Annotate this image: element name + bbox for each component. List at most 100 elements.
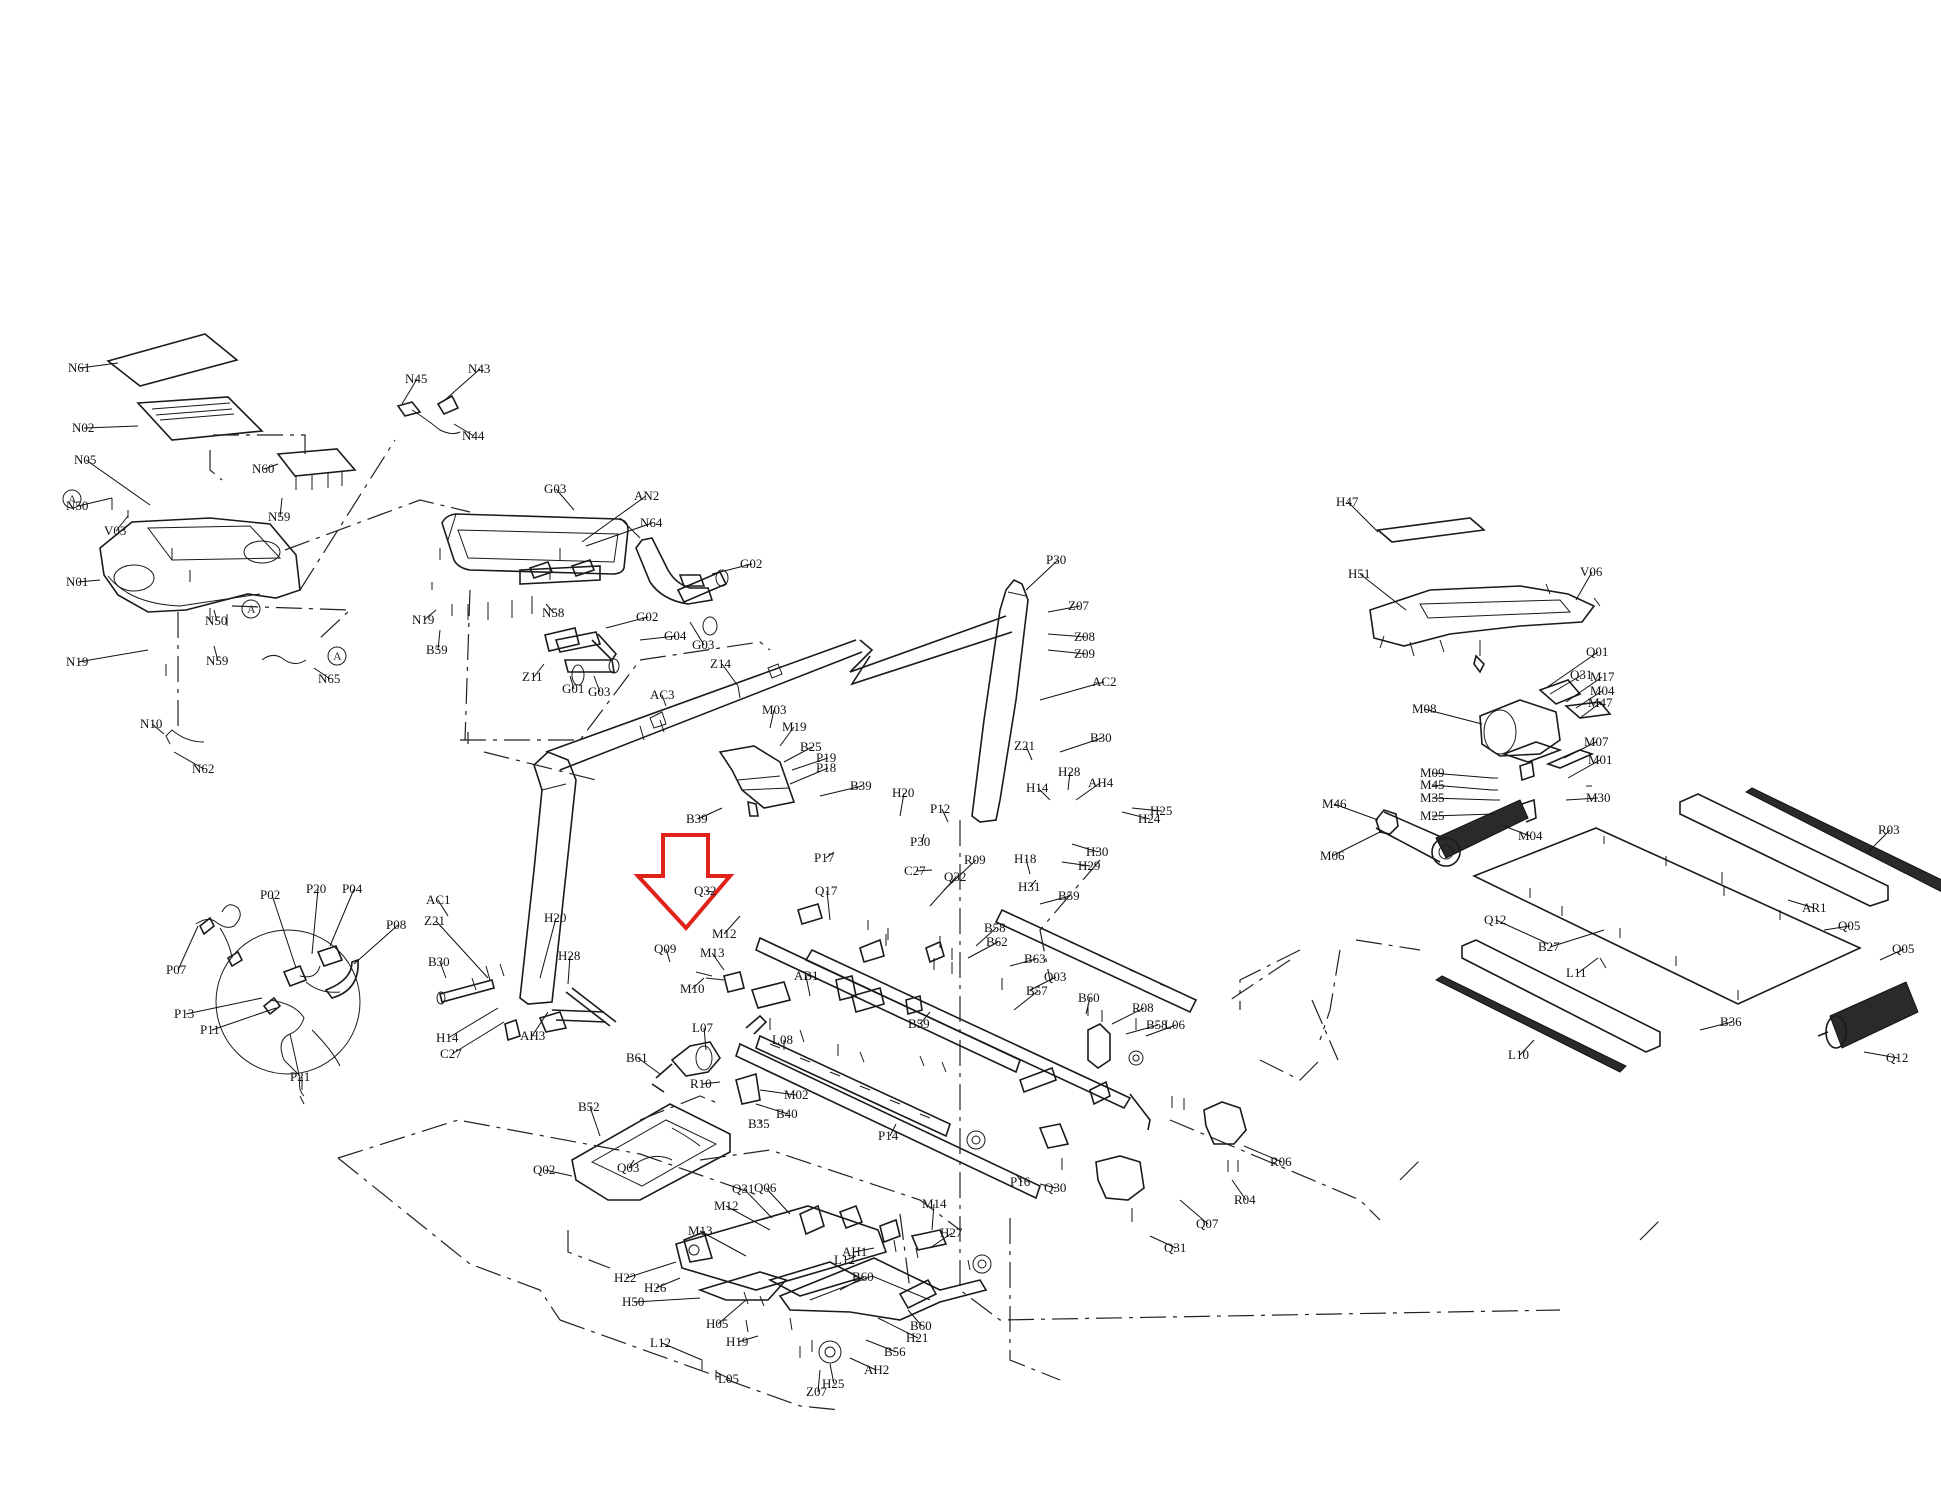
leader-m02 (759, 1089, 797, 1096)
leader-p19 (791, 757, 829, 771)
callout-r03: R03 (1878, 822, 1900, 837)
leader-c27 (915, 869, 933, 872)
leader-m03 (769, 709, 775, 729)
callout-m07: M07 (1584, 734, 1609, 749)
callout-n59: N59 (268, 509, 290, 524)
leader-p17 (825, 851, 835, 859)
callout-m08: M08 (1412, 701, 1437, 716)
callout-v03: V03 (104, 523, 126, 538)
uprights (467, 578, 1029, 1005)
reference-marker-circle (327, 646, 347, 666)
callout-n65: N65 (318, 671, 340, 686)
leader-h50 (633, 1297, 701, 1303)
leader-q32 (929, 876, 957, 907)
leader-n60 (263, 463, 279, 470)
callout-m19: M19 (782, 719, 807, 734)
callout-n64: N64 (640, 515, 663, 530)
leader-z07 (1047, 605, 1081, 613)
leader-h25 (829, 1363, 835, 1385)
leader-q09 (665, 948, 671, 963)
leader-ab1 (805, 975, 811, 997)
leader-z08 (1047, 633, 1087, 638)
callout-l10: L10 (1508, 1047, 1529, 1062)
callout-l12: L12 (834, 1252, 855, 1267)
incline-frame (675, 1205, 888, 1291)
belt-strip-q12-lower (1435, 975, 1627, 1073)
callout-ah2: AH2 (864, 1362, 889, 1377)
leader-h18 (1025, 858, 1031, 875)
callout-q05: Q05 (1838, 918, 1860, 933)
callout-q07: Q07 (1196, 1216, 1219, 1231)
callout-b57: B57 (1026, 983, 1048, 998)
reference-marker-label: A (333, 649, 342, 663)
leader-g04 (639, 635, 677, 641)
leader-b27 (1549, 929, 1605, 948)
leader-l07 (703, 1027, 707, 1051)
callout-g02: G02 (740, 556, 762, 571)
callout-m04: M04 (1518, 828, 1543, 843)
callout-n60: N60 (252, 461, 274, 476)
callout-q09: Q09 (654, 941, 676, 956)
callout-l11: L11 (1566, 965, 1586, 980)
callout-m25: M25 (1420, 808, 1445, 823)
motor-m02 (670, 1041, 721, 1077)
leader-q03 (628, 1159, 635, 1169)
callout-h51: H51 (1348, 566, 1370, 581)
callout-m35: M35 (1420, 790, 1445, 805)
leader-q30 (1039, 1183, 1057, 1189)
leader-p08 (353, 924, 399, 965)
callout-b62: B62 (986, 934, 1008, 949)
callout-g02: G02 (636, 609, 658, 624)
grip-upper (635, 537, 714, 605)
leader-b60 (1085, 997, 1091, 1015)
leader-m19 (779, 726, 795, 747)
callout-l12: L12 (650, 1335, 671, 1350)
callout-h22: H22 (614, 1270, 636, 1285)
callout-m12: M12 (712, 926, 737, 941)
callout-b56: B56 (884, 1344, 906, 1359)
roller-guide (1087, 1023, 1111, 1069)
motor-area (651, 903, 953, 1105)
leader-n44 (453, 423, 475, 437)
leader-n64 (585, 522, 653, 547)
callout-g04: G04 (664, 628, 687, 643)
highlight-arrow (633, 833, 735, 932)
callout-q30: Q30 (1044, 1180, 1066, 1195)
leveler-ah3 (504, 1018, 521, 1042)
leader-v03 (115, 515, 129, 532)
grip-right (676, 570, 728, 604)
callout-r08: R08 (1132, 1000, 1154, 1015)
leader-p30 (1025, 559, 1059, 591)
leader-g01 (569, 675, 575, 690)
leader-m13 (711, 952, 725, 971)
leader-q05 (1823, 925, 1851, 931)
incline-arm-ah2 (778, 1257, 988, 1321)
leader-p30 (921, 833, 925, 843)
callout-q12: Q12 (1484, 912, 1506, 927)
callout-p21: P21 (290, 1069, 310, 1084)
leader-m13 (699, 1230, 747, 1257)
leader-h27 (929, 1232, 953, 1249)
leader-g03 (689, 621, 705, 646)
callout-m13: M13 (700, 945, 725, 960)
callout-h24: H24 (1138, 811, 1161, 826)
part-q09 (723, 971, 745, 993)
callout-h20: H20 (544, 910, 566, 925)
callout-m47: M47 (1588, 695, 1613, 710)
leader-q17 (826, 890, 831, 921)
callout-m12: M12 (714, 1198, 739, 1213)
leader-v06 (1575, 571, 1593, 601)
leader-b39 (819, 785, 863, 797)
callout-n44: N44 (462, 428, 485, 443)
leader-n05 (85, 459, 151, 506)
callout-p18: P18 (816, 760, 836, 775)
leader-p20 (311, 888, 319, 955)
leader-m06 (1331, 831, 1381, 857)
leader-p04 (329, 888, 355, 947)
callout-ah4: AH4 (1088, 775, 1114, 790)
leader-r10 (701, 1081, 721, 1085)
pin-b30 (439, 979, 495, 1003)
leader-h21 (877, 1317, 919, 1339)
callout-n45: N45 (405, 371, 427, 386)
leader-h14 (1037, 787, 1051, 801)
